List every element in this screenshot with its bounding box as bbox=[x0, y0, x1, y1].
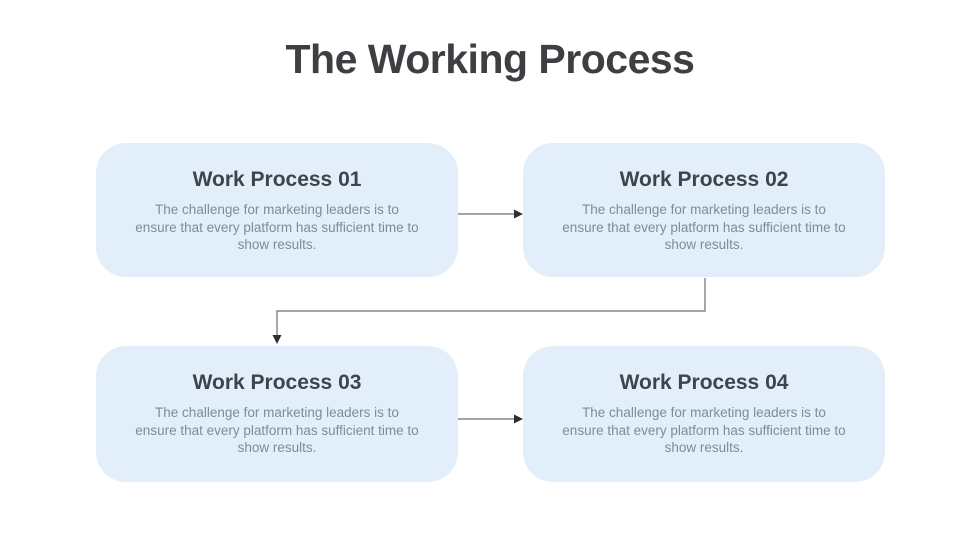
process-box-04: Work Process 04 The challenge for market… bbox=[523, 346, 885, 482]
process-box-03: Work Process 03 The challenge for market… bbox=[96, 346, 458, 482]
process-box-04-description: The challenge for marketing leaders is t… bbox=[562, 405, 846, 455]
arrow-01-to-02-icon bbox=[458, 209, 523, 219]
connector-02-to-03-icon bbox=[272, 278, 706, 344]
process-box-03-title: Work Process 03 bbox=[192, 371, 362, 394]
process-box-02-title: Work Process 02 bbox=[619, 168, 789, 191]
arrow-03-to-04-icon bbox=[458, 414, 523, 424]
process-box-01: Work Process 01 The challenge for market… bbox=[96, 143, 458, 277]
process-box-02: Work Process 02 The challenge for market… bbox=[523, 143, 885, 277]
process-box-04-title: Work Process 04 bbox=[619, 371, 789, 394]
page-title: The Working Process bbox=[285, 36, 695, 82]
process-box-01-description: The challenge for marketing leaders is t… bbox=[135, 202, 419, 252]
process-box-03-description: The challenge for marketing leaders is t… bbox=[135, 405, 419, 455]
process-box-02-description: The challenge for marketing leaders is t… bbox=[562, 202, 846, 252]
process-box-01-title: Work Process 01 bbox=[192, 168, 362, 191]
